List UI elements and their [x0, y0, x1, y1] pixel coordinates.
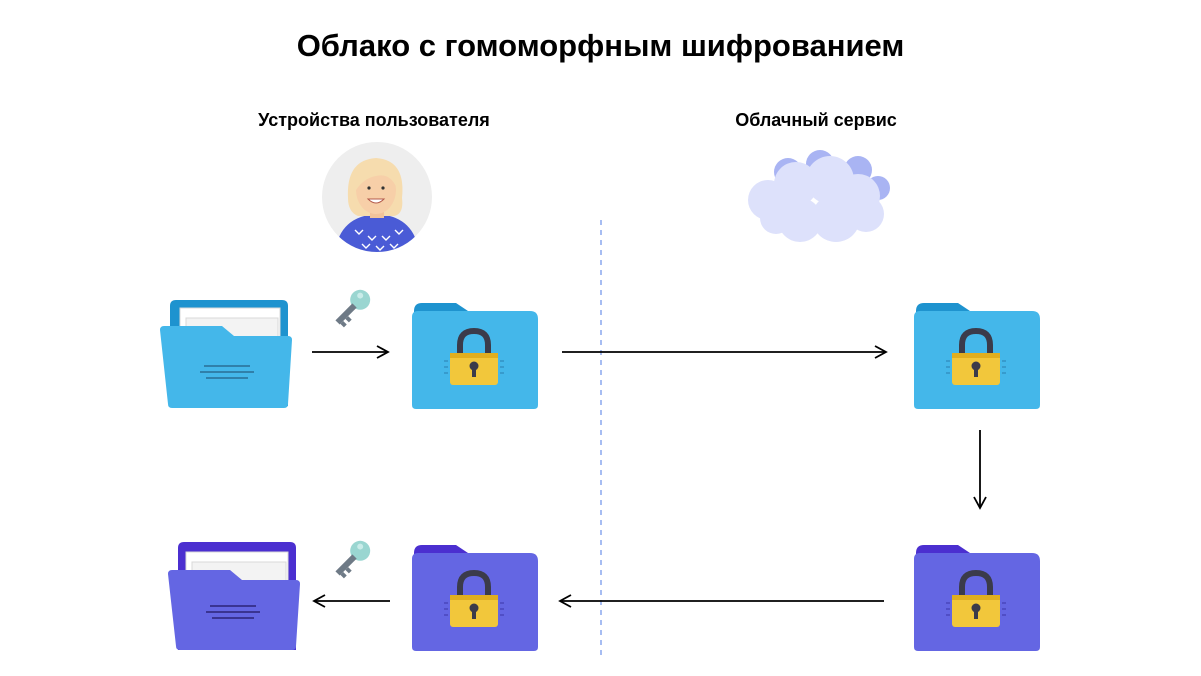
diagram-title: Облако с гомоморфным шифрованием: [296, 28, 905, 63]
key-icon-decrypt: [330, 536, 375, 581]
key-icon-encrypt: [330, 285, 375, 330]
locked-folder-icon-user-returned: [412, 545, 538, 651]
user-avatar-icon: [322, 142, 432, 252]
locked-folder-icon-cloud-received: [914, 303, 1040, 409]
locked-folder-icon-user-encrypted: [412, 303, 538, 409]
open-folder-icon-result: [168, 542, 300, 650]
cloud-icon: [748, 150, 890, 242]
user-devices-label: Устройства пользователя: [258, 110, 490, 130]
cloud-service-label: Облачный сервис: [735, 110, 897, 130]
open-folder-icon-source: [160, 300, 292, 408]
locked-folder-icon-cloud-processed: [914, 545, 1040, 651]
